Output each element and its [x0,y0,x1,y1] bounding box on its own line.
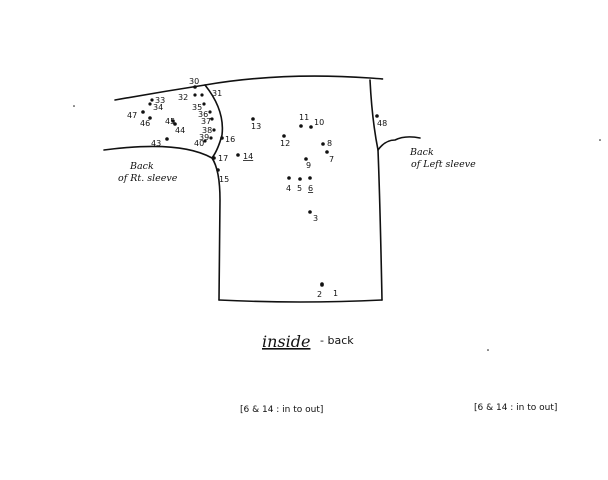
point-label: 16 [225,135,235,144]
point-label: 17 [218,154,228,163]
point-label: 34 [153,103,163,112]
point-label: 11 [299,113,309,122]
point-label: 1 [333,289,338,298]
caption-back: - back [320,334,354,347]
shoulder-line [114,75,384,101]
point-label: 13 [251,122,261,131]
point-label: 35 [192,103,202,112]
point-label: 14 [243,152,253,161]
left-sleeve-label: Back [409,147,434,158]
point-label: 5 [297,184,302,193]
point-label: 15 [219,175,229,184]
point-label: 7 [329,155,334,164]
point-label: 36 [198,110,208,119]
point-label: 47 [127,111,137,120]
point-label: 8 [327,139,332,148]
point-label: 46 [140,119,150,128]
left-sleeve-edge [377,136,421,151]
point-label: 4 [286,184,291,193]
stitch-points: 1 2 3 4 5 6 7 8 9 10 11 12 13 14 15 16 1… [127,77,387,299]
note-left: [6 & 14 : in to out] [240,405,323,415]
point-label: 40 [194,139,204,148]
point-label: 12 [280,139,290,148]
right-sleeve-underarm [103,145,221,301]
point-label: 9 [306,161,311,170]
note-right: [6 & 14 : in to out] [474,403,557,413]
caption-inside: inside [262,332,310,351]
point-label: 30 [189,77,199,86]
garment-hem [218,299,383,303]
point-label: 37 [201,117,211,126]
point-label: 3 [313,214,318,223]
point-label: 32 [178,93,188,102]
point-label: 44 [175,126,185,135]
point-label: 39 [199,133,209,142]
point-label: 31 [212,89,222,98]
point-label: 10 [314,118,324,127]
right-sleeve-seam [204,84,224,159]
point-label: 6 [308,184,313,193]
right-sleeve-label: Back [129,161,154,172]
point-label: 45 [165,117,175,126]
point-label: 48 [377,119,387,128]
point-label: 43 [151,139,161,148]
left-sleeve-label: of Left sleeve [411,159,476,170]
point-label: 2 [317,290,322,299]
point-label: 38 [202,126,212,135]
point-label: 33 [155,96,165,105]
left-side-seam [369,79,383,301]
right-sleeve-label: of Rt. sleeve [118,173,178,184]
